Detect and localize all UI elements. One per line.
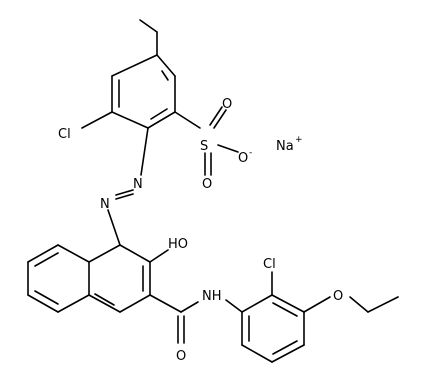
atom-amide-nh: NH (202, 289, 222, 304)
charge-plus: + (295, 135, 303, 145)
atom-sulfur: S (200, 139, 208, 154)
atom-oxygen-s2: O (202, 177, 212, 192)
atom-cl-bottom: Cl (263, 257, 276, 272)
bonds (27, 19, 399, 363)
atom-cl-top: Cl (58, 127, 71, 142)
atom-nitrogen-2: N (100, 197, 110, 212)
charge-minus: - (249, 148, 252, 158)
atom-labels: Cl S O O O - Na + N N HO NH O Cl O (58, 97, 343, 364)
atom-hydroxyl: HO (168, 237, 188, 252)
atom-oxygen-s3: O (238, 151, 248, 166)
atom-ether-oxygen: O (333, 289, 343, 304)
atom-sodium: Na (276, 139, 294, 154)
atom-oxygen-s1: O (222, 97, 232, 112)
atom-nitrogen-1: N (133, 177, 143, 192)
atom-amide-oxygen: O (176, 349, 186, 364)
